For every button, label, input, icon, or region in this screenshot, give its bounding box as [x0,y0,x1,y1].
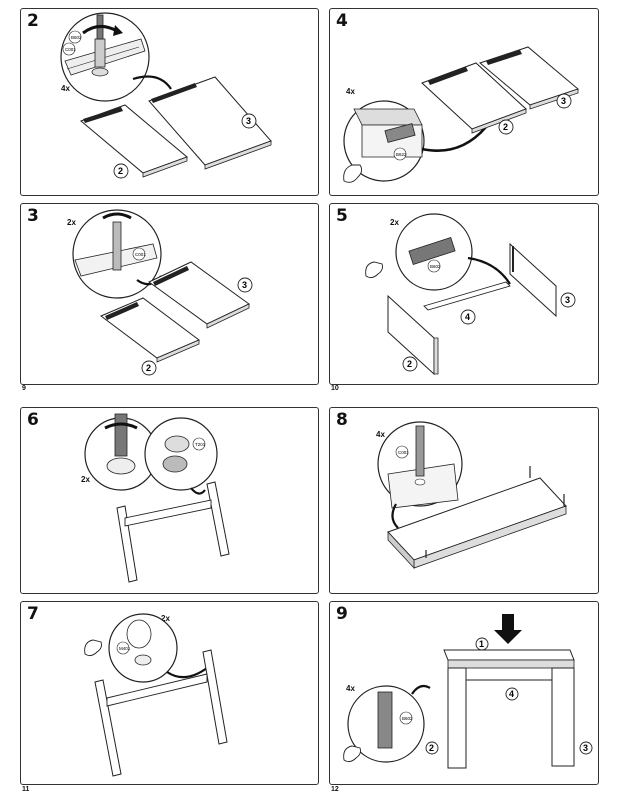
callout-number: 3 [561,96,566,106]
callout-number: 2 [503,122,508,132]
quantity-label: 4x [346,684,355,693]
part-code: B602 [402,716,413,721]
page-number: 12 [331,786,339,793]
step-panel-4: 4 4x B622 2 3 [329,8,599,196]
part-code: B602 [71,35,82,40]
callout-number: 3 [583,743,588,753]
step-number: 7 [27,604,39,624]
quantity-label: 2x [161,614,170,623]
callout-number: 2 [118,166,123,176]
part-code: B602 [430,264,441,269]
step-number: 5 [336,206,348,226]
step-illustration: B602 C001 3 2 [60,12,272,179]
part-code: M401 [119,646,131,651]
step-number: 9 [336,604,348,624]
step-panel-3: 3 2x C001 3 2 [20,203,319,385]
quantity-label: 4x [376,430,385,439]
quantity-label: 2x [67,218,76,227]
step-illustration: B602 3 4 2 [365,213,576,376]
step-illustration: C001 3 2 [72,209,253,376]
arrow-down-icon [494,614,522,644]
callout-number: 4 [509,689,514,699]
callout-number: 3 [242,280,247,290]
callout-number: 2 [146,363,151,373]
hand-icon [343,164,363,183]
page-number: 9 [22,385,26,392]
step-illustration: B622 2 3 [343,46,580,183]
hand-icon [343,745,361,763]
step-illustration: M401 [84,613,228,777]
hand-icon [365,261,383,279]
step-number: 2 [27,11,39,31]
step-illustration: C001 [377,421,567,570]
callout-number: 3 [565,295,570,305]
step-illustration: T201 [84,413,230,583]
callout-number: 4 [465,312,470,322]
part-code: T201 [195,442,206,447]
quantity-label: 4x [61,84,70,93]
step-number: 3 [27,206,39,226]
step-panel-5: 5 2x B602 3 4 2 [329,203,599,385]
callout-number: 3 [246,116,251,126]
quantity-label: 2x [390,218,399,227]
page-number: 11 [22,786,30,793]
quantity-label: 2x [81,475,90,484]
callout-number: 1 [479,639,484,649]
step-number: 6 [27,410,39,430]
callout-number: 2 [407,359,412,369]
step-number: 4 [336,11,348,31]
callout-number: 2 [429,743,434,753]
part-code: C001 [65,47,76,52]
part-code: B622 [396,152,407,157]
part-code: C001 [398,450,409,455]
step-number: 8 [336,410,348,430]
step-panel-7: 7 2x M401 [20,601,319,785]
step-panel-6: 6 2x T201 [20,407,319,594]
step-panel-9: 9 4x B602 1 4 2 3 [329,601,599,785]
page-number: 10 [331,385,339,392]
hand-icon [84,639,102,657]
step-illustration: B602 1 4 2 3 [343,614,593,769]
quantity-label: 4x [346,87,355,96]
step-panel-8: 8 4x C001 [329,407,599,594]
step-panel-2: 2 4x B602 C001 3 2 [20,8,319,196]
part-code: C001 [135,252,146,257]
